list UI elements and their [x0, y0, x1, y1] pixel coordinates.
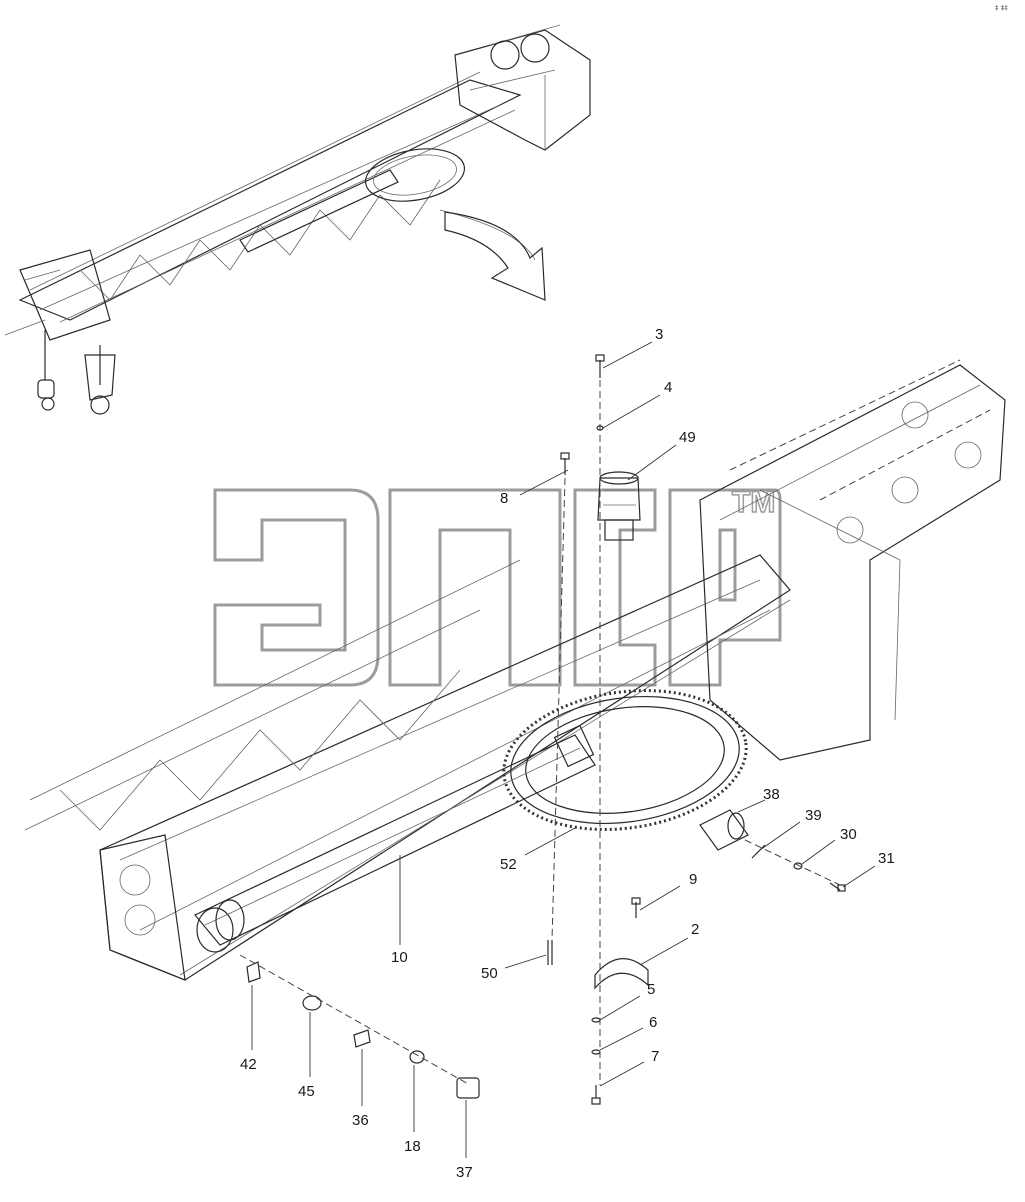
callout-5: 5 — [647, 981, 655, 998]
leader-lines — [251, 341, 876, 1158]
overview-crane-illustration — [4, 24, 591, 415]
corner-mark: ‡ ‡‡ — [995, 4, 1008, 12]
callout-2: 2 — [691, 921, 699, 938]
watermark-logo: TM — [213, 485, 782, 687]
swing-motor — [597, 471, 641, 541]
callout-3: 3 — [655, 326, 663, 343]
callout-18: 18 — [404, 1138, 421, 1155]
callout-49: 49 — [679, 429, 696, 446]
main-boom-assembly — [24, 359, 1006, 981]
callout-37: 37 — [456, 1164, 473, 1181]
callout-8: 8 — [500, 490, 508, 507]
callout-50: 50 — [481, 965, 498, 982]
callout-10: 10 — [391, 949, 408, 966]
assembly-axes — [239, 380, 841, 1086]
callout-30: 30 — [840, 826, 857, 843]
callout-31: 31 — [878, 850, 895, 867]
callout-36: 36 — [352, 1112, 369, 1129]
callout-4: 4 — [664, 379, 672, 396]
fastener-parts — [246, 354, 846, 1105]
callout-45: 45 — [298, 1083, 315, 1100]
callout-39: 39 — [805, 807, 822, 824]
callout-52: 52 — [500, 856, 517, 873]
callout-7: 7 — [651, 1048, 659, 1065]
hydraulic-cylinder — [194, 724, 596, 953]
callout-42: 42 — [240, 1056, 257, 1073]
callout-6: 6 — [649, 1014, 657, 1031]
callout-labels: 3 4 49 8 38 39 30 31 9 52 10 2 50 5 6 7 … — [240, 326, 895, 1181]
callout-38: 38 — [763, 786, 780, 803]
callout-9: 9 — [689, 871, 697, 888]
